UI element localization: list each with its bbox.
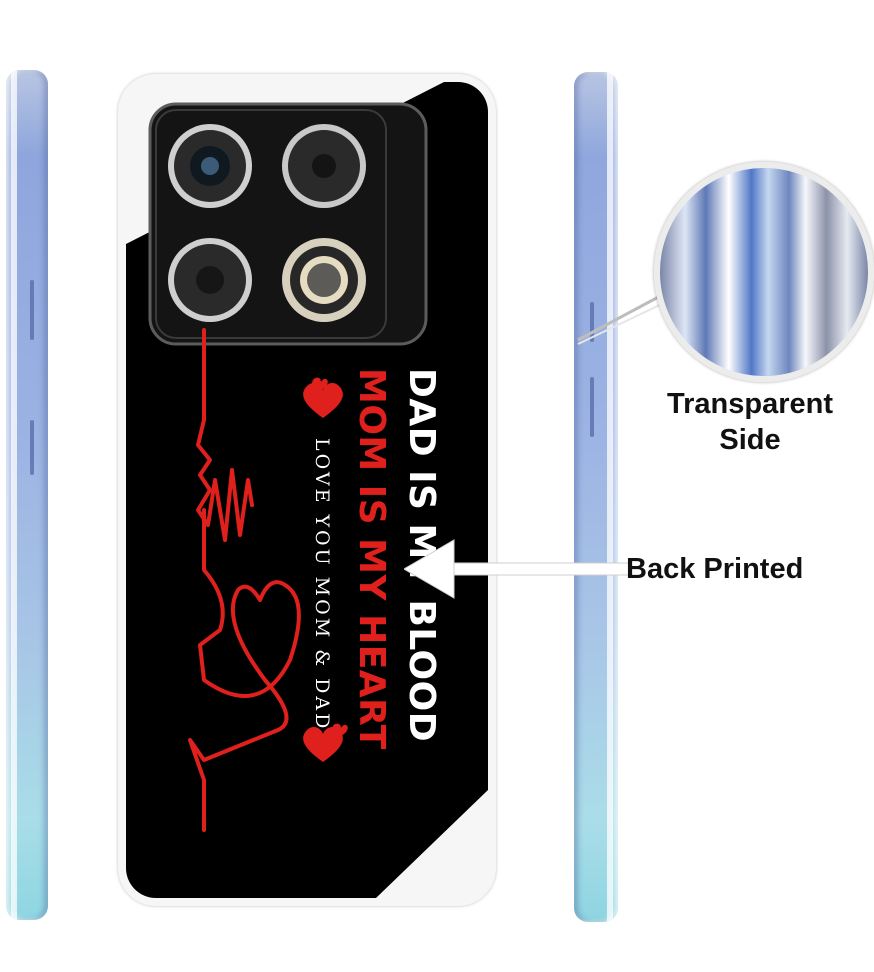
heartbeat-line-icon	[188, 328, 301, 832]
flash-icon	[282, 238, 366, 322]
camera-lens-icon	[168, 124, 252, 208]
side-button-lower	[590, 377, 594, 437]
camera-lens-icon	[168, 238, 252, 322]
transparent-label-line1: Transparent	[667, 388, 833, 420]
right-phone-side-view	[574, 72, 618, 922]
arrow-left-icon	[404, 539, 630, 599]
back-printed-label: Back Printed	[626, 553, 804, 585]
left-phone-side-view	[6, 70, 48, 920]
heart-icon	[303, 377, 343, 418]
left-phone-shine	[11, 70, 17, 920]
transparent-label-line2: Side	[719, 424, 781, 456]
transparent-side-zoom	[654, 162, 874, 382]
volume-button	[30, 280, 34, 340]
side-button	[590, 302, 594, 342]
camera-lens-icon	[282, 124, 366, 208]
callout-connector	[577, 292, 667, 345]
print-text-love: LOVE YOU MOM & DAD	[311, 438, 333, 732]
power-button	[30, 420, 34, 475]
right-phone-shine	[607, 72, 613, 922]
heart-icon	[303, 723, 348, 762]
camera-module	[148, 102, 428, 346]
print-text-mom: MOM IS MY HEART	[351, 368, 392, 750]
transparent-side-label: Transparent Side	[655, 386, 845, 458]
